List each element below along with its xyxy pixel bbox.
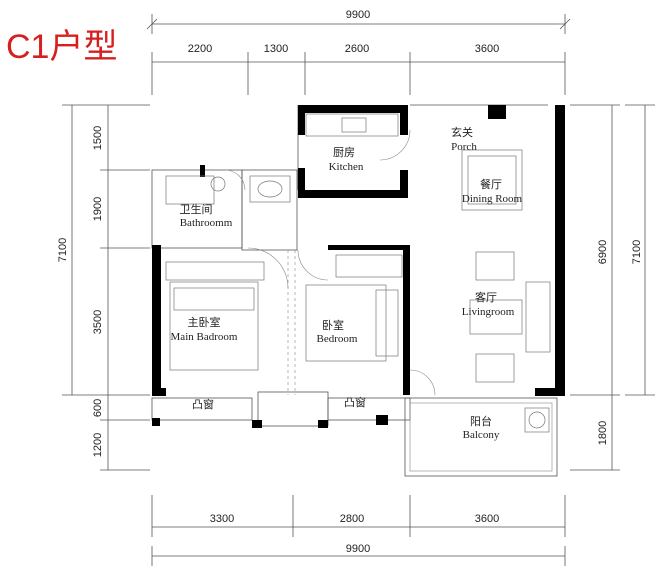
dim-top-4: 3600 <box>475 43 499 55</box>
porch-en: Porch <box>451 141 477 153</box>
dim-top-3: 2600 <box>345 43 369 55</box>
dim-bottom-total: 9900 <box>346 543 370 555</box>
right-dimensions: 6900 1800 7100 <box>570 104 655 471</box>
dim-left-4: 600 <box>92 399 104 417</box>
living-cn: 客厅 <box>475 290 497 304</box>
dim-bottom-3: 3600 <box>475 513 499 525</box>
dim-left-2: 1900 <box>92 197 104 221</box>
master-en: Main Badroom <box>171 331 238 343</box>
porch-cn: 玄关 <box>451 125 473 139</box>
dining-en: Dining Room <box>462 193 523 205</box>
dim-left-1: 1500 <box>92 126 104 150</box>
dim-right-total: 7100 <box>631 240 643 264</box>
master-cn: 主卧室 <box>188 315 221 329</box>
walls <box>152 105 565 428</box>
bay-window-2: 凸窗 <box>344 395 366 409</box>
plan-title: C1户型 <box>6 28 117 66</box>
dim-right-2: 1800 <box>597 421 609 445</box>
dim-bottom-2: 2800 <box>340 513 364 525</box>
dim-left-5: 1200 <box>92 433 104 457</box>
balcony-cn: 阳台 <box>470 414 492 428</box>
living-en: Livingroom <box>462 306 515 318</box>
dim-right-1: 6900 <box>597 240 609 264</box>
balcony-en: Balcony <box>463 429 500 441</box>
furniture <box>165 113 551 433</box>
dim-left-3: 3500 <box>92 310 104 334</box>
bedroom-en: Bedroom <box>317 333 358 345</box>
dim-top-1: 2200 <box>188 43 212 55</box>
kitchen-cn: 厨房 <box>333 146 355 159</box>
dining-cn: 餐厅 <box>480 177 502 191</box>
top-dimensions: 9900 2200 1300 2600 3600 <box>146 9 571 95</box>
bathroom-cn: 卫生间 <box>180 202 213 216</box>
room-labels: 厨房 Kitchen 玄关 Porch 餐厅 Dining Room 卫生间 B… <box>171 125 523 441</box>
dim-bottom-1: 3300 <box>210 513 234 525</box>
bedroom-cn: 卧室 <box>322 318 344 332</box>
left-dimensions: 7100 1500 1900 3500 600 1200 <box>57 104 150 471</box>
bathroom-en: Bathroomm <box>180 217 233 229</box>
bottom-dimensions: 3300 2800 3600 9900 <box>151 495 566 566</box>
bay-window-1: 凸窗 <box>192 397 214 411</box>
dim-left-total: 7100 <box>57 238 69 262</box>
dim-top-total: 9900 <box>346 9 370 21</box>
dim-top-2: 1300 <box>264 43 288 55</box>
kitchen-en: Kitchen <box>329 161 364 173</box>
